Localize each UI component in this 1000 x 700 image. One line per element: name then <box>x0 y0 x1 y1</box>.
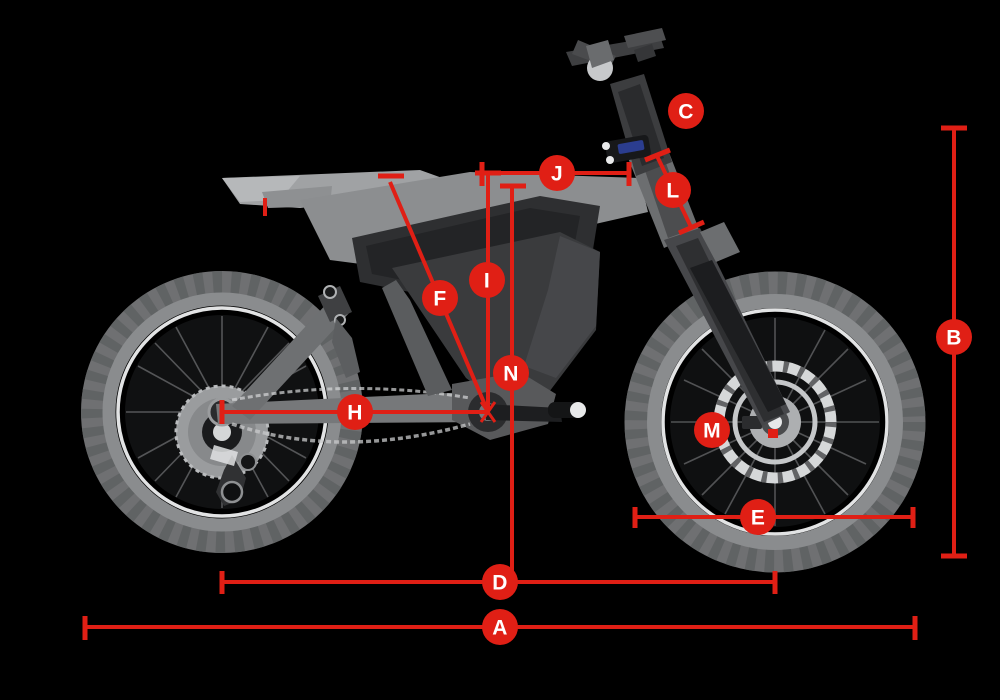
callout-badge-circle[interactable] <box>469 262 505 298</box>
callout-badge-label: J <box>551 163 563 186</box>
callout-badge-label: D <box>492 572 507 595</box>
callout-badge-label: H <box>347 402 362 425</box>
callout-m[interactable]: M <box>694 412 730 448</box>
callout-badge-label: C <box>678 101 693 124</box>
callout-badge-circle[interactable] <box>936 319 972 355</box>
callout-badge-circle[interactable] <box>655 172 691 208</box>
callout-badge-label: I <box>484 270 490 293</box>
bike-frame <box>216 28 790 444</box>
callout-i[interactable]: I <box>469 262 505 298</box>
callout-badge-circle[interactable] <box>337 394 373 430</box>
callout-c[interactable]: C <box>668 93 704 129</box>
callout-badge-label: M <box>703 420 721 443</box>
callout-badge-label: F <box>433 288 446 311</box>
callout-badge-circle[interactable] <box>668 93 704 129</box>
callout-d[interactable]: D <box>482 564 518 600</box>
callout-badge-label: B <box>946 327 961 350</box>
bottom-bracket-arrow-cluster <box>478 401 497 423</box>
callout-badge-circle[interactable] <box>493 355 529 391</box>
callout-h[interactable]: H <box>337 394 373 430</box>
callout-badges: A B C D E F H I J L M N <box>337 93 972 645</box>
callout-n[interactable]: N <box>493 355 529 391</box>
callout-badge-label: L <box>666 180 679 203</box>
callout-badge-circle[interactable] <box>422 280 458 316</box>
callout-badge-circle[interactable] <box>482 564 518 600</box>
callout-a[interactable]: A <box>482 609 518 645</box>
callout-badge-label: E <box>751 507 765 530</box>
callout-badge-circle[interactable] <box>482 609 518 645</box>
callout-l[interactable]: L <box>655 172 691 208</box>
callout-f[interactable]: F <box>422 280 458 316</box>
callout-badge-label: N <box>503 363 518 386</box>
callout-e[interactable]: E <box>740 499 776 535</box>
callout-badge-label: A <box>492 617 507 640</box>
callout-badge-circle[interactable] <box>539 155 575 191</box>
callout-badge-circle[interactable] <box>694 412 730 448</box>
callout-b[interactable]: B <box>936 319 972 355</box>
callout-badge-circle[interactable] <box>740 499 776 535</box>
callout-j[interactable]: J <box>539 155 575 191</box>
